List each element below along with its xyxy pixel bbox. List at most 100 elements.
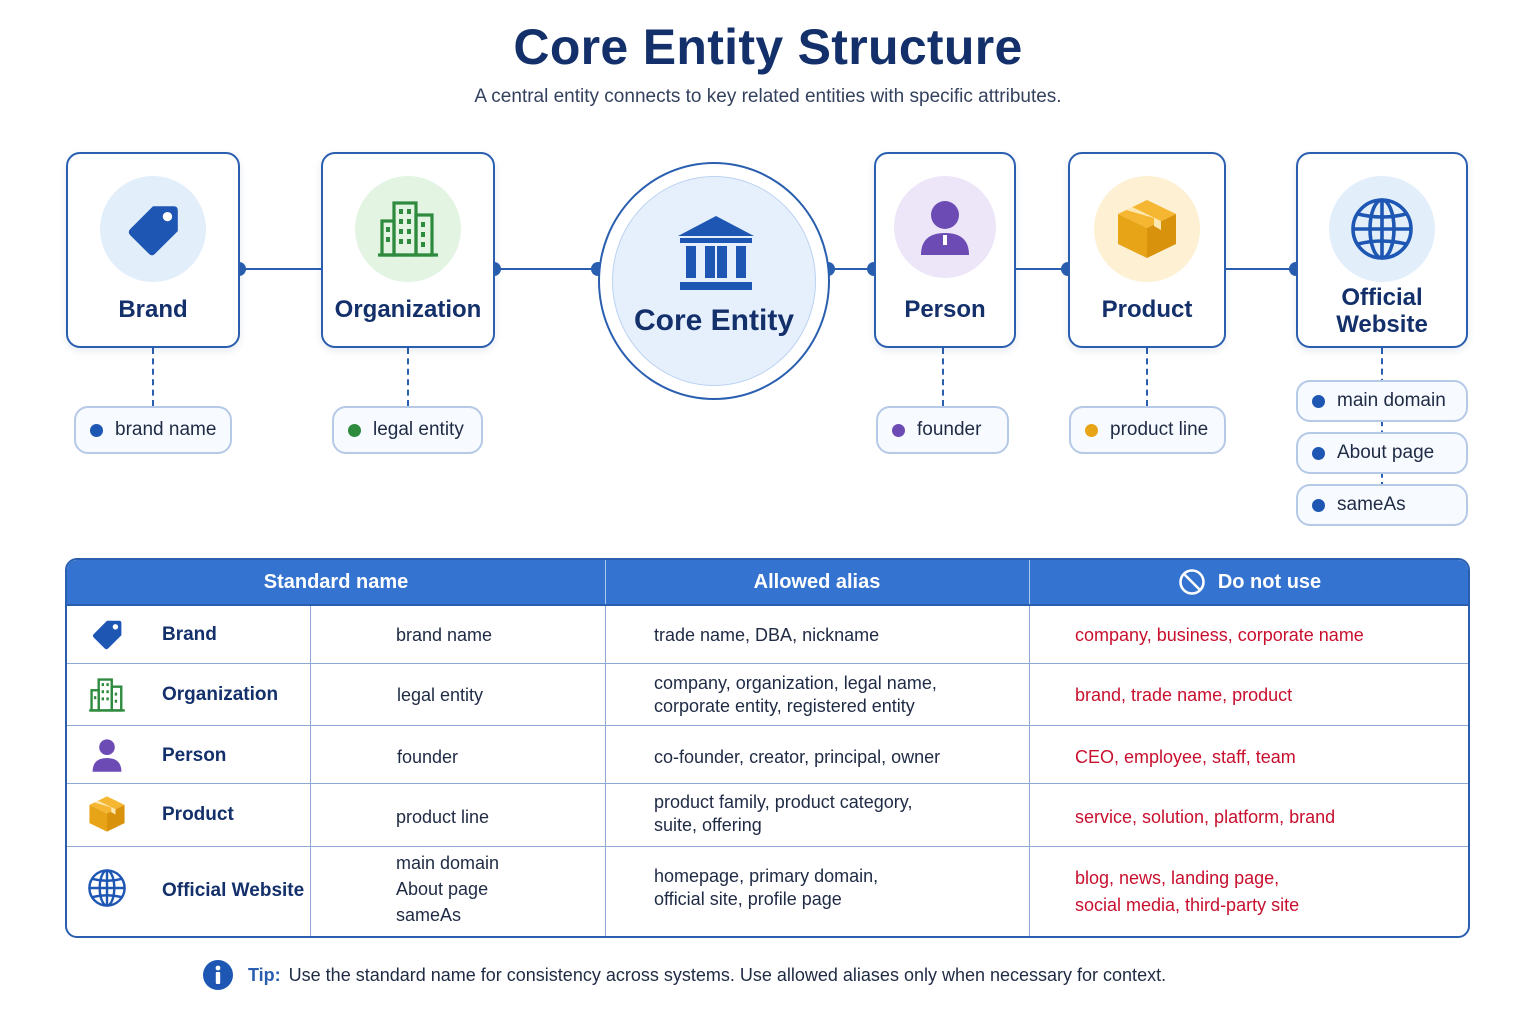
connector-core-person — [828, 268, 876, 270]
row-divider — [67, 846, 1468, 847]
person-icon — [92, 739, 122, 772]
attribute-label: main domain — [1337, 390, 1446, 411]
attribute-connector — [152, 348, 154, 406]
table-cell-standard: founder — [397, 747, 459, 767]
table-cell-name: Person — [162, 745, 227, 766]
node-label: Product — [1101, 296, 1193, 323]
table-cell-donot: company, business, corporate name — [1075, 625, 1364, 645]
alias-line: suite, offering — [654, 815, 762, 835]
table-cell-donot: blog, news, landing page, social media, … — [1075, 865, 1299, 919]
column-divider — [1029, 560, 1030, 604]
office-building-icon — [89, 678, 125, 712]
column-header-standard: Standard name — [263, 571, 409, 593]
attribute-dot — [90, 423, 103, 437]
core-entity-inner — [612, 176, 816, 386]
connector-product-website — [1226, 268, 1298, 270]
node-label: Brand — [118, 296, 188, 323]
node-person: Person — [874, 152, 1016, 348]
table-cell-alias: co-founder, creator, principal, owner — [654, 747, 941, 767]
connector-organization-core — [494, 268, 600, 270]
node-label: Person — [904, 296, 986, 323]
attribute-pill: sameAs — [1296, 484, 1468, 526]
standard-line: sameAs — [396, 905, 462, 925]
node-brand: Brand — [66, 152, 240, 348]
entity-diagram: Brand Organizati — [66, 152, 1468, 526]
attribute-label: founder — [917, 419, 982, 440]
table-cell-standard: legal entity — [397, 685, 484, 705]
row-icon — [87, 614, 127, 654]
tag-icon — [128, 206, 178, 256]
table-cell-donot: service, solution, platform, brand — [1075, 807, 1336, 827]
node-icon-circle — [1094, 176, 1200, 282]
row-icon — [87, 675, 127, 715]
column-divider — [1029, 604, 1030, 936]
core-entity-label: Core Entity — [633, 304, 795, 337]
attribute-label: product line — [1110, 419, 1209, 440]
alias-line: corporate entity, registered entity — [654, 696, 915, 716]
table-cell-name: Brand — [162, 624, 217, 645]
column-header-donot-label: Do not use — [1217, 571, 1322, 593]
row-divider — [67, 783, 1468, 784]
standard-line: About page — [396, 879, 489, 899]
core-entity-node: Core Entity — [598, 162, 830, 400]
row-divider — [67, 725, 1468, 726]
table-cell-alias: product family, product category, suite,… — [654, 791, 912, 837]
office-building-icon — [378, 201, 438, 257]
attribute-pill: legal entity — [332, 406, 483, 454]
page-title: Core Entity Structure — [513, 19, 1023, 75]
column-header-donot: Do not use — [1029, 560, 1468, 604]
node-label: Official Website — [1298, 284, 1466, 338]
node-product: Product — [1068, 152, 1226, 348]
box-icon — [1118, 200, 1176, 258]
node-label: Organization — [334, 296, 482, 323]
node-icon-circle — [100, 176, 206, 282]
alias-line: company, organization, legal name, — [654, 673, 937, 693]
box-icon — [89, 796, 125, 832]
table-cell-standard: product line — [396, 807, 490, 827]
table-header: Standard name Allowed alias Do not use — [67, 560, 1468, 604]
attribute-label: About page — [1337, 442, 1435, 463]
attribute-label: sameAs — [1337, 494, 1406, 515]
table-cell-alias: company, organization, legal name, corpo… — [654, 672, 937, 718]
attribute-connector — [407, 348, 409, 406]
tag-icon — [92, 620, 122, 650]
node-icon-circle — [355, 176, 461, 282]
page-subtitle: A central entity connects to key related… — [474, 86, 1062, 107]
table-cell-name: Organization — [162, 684, 279, 705]
alias-line: homepage, primary domain, — [654, 866, 879, 886]
attribute-dot — [892, 423, 905, 437]
naming-table: Standard name Allowed alias Do not use B… — [65, 558, 1470, 938]
node-official-website: Official Website — [1296, 152, 1468, 348]
attribute-label: brand name — [115, 419, 217, 440]
attribute-dot — [1312, 498, 1325, 512]
donot-line: blog, news, landing page, — [1075, 868, 1280, 888]
tip-text: Use the standard name for consistency ac… — [288, 964, 1167, 985]
table-cell-standard: main domain About page sameAs — [396, 850, 499, 928]
prohibited-icon — [1179, 569, 1205, 595]
node-icon-circle — [1329, 176, 1435, 282]
tip-label: Tip: — [248, 964, 281, 985]
alias-line: product family, product category, — [654, 792, 913, 812]
attribute-pill: product line — [1069, 406, 1226, 454]
table-cell-donot: CEO, employee, staff, team — [1075, 747, 1296, 767]
column-divider — [605, 604, 606, 936]
table-cell-alias: trade name, DBA, nickname — [654, 625, 880, 645]
table-cell-standard: brand name — [396, 625, 493, 645]
row-icon — [87, 735, 127, 775]
column-header-alias: Allowed alias — [753, 571, 881, 593]
attribute-dot — [348, 423, 361, 437]
info-icon — [203, 960, 233, 990]
table-cell-name: Official Website — [162, 880, 305, 901]
attribute-dot — [1312, 446, 1325, 460]
node-icon-circle — [894, 176, 996, 278]
globe-icon — [1351, 198, 1413, 260]
column-divider — [310, 604, 311, 936]
donot-line: social media, third-party site — [1075, 895, 1300, 915]
attribute-pill: brand name — [74, 406, 232, 454]
table-cell-name: Product — [162, 804, 234, 825]
tip-banner: Tip: Use the standard name for consisten… — [202, 958, 1166, 992]
node-label-line: Website — [1336, 311, 1428, 338]
attribute-pill: founder — [876, 406, 1009, 454]
attribute-pill: About page — [1296, 432, 1468, 474]
table-cell-alias: homepage, primary domain, official site,… — [654, 865, 878, 911]
